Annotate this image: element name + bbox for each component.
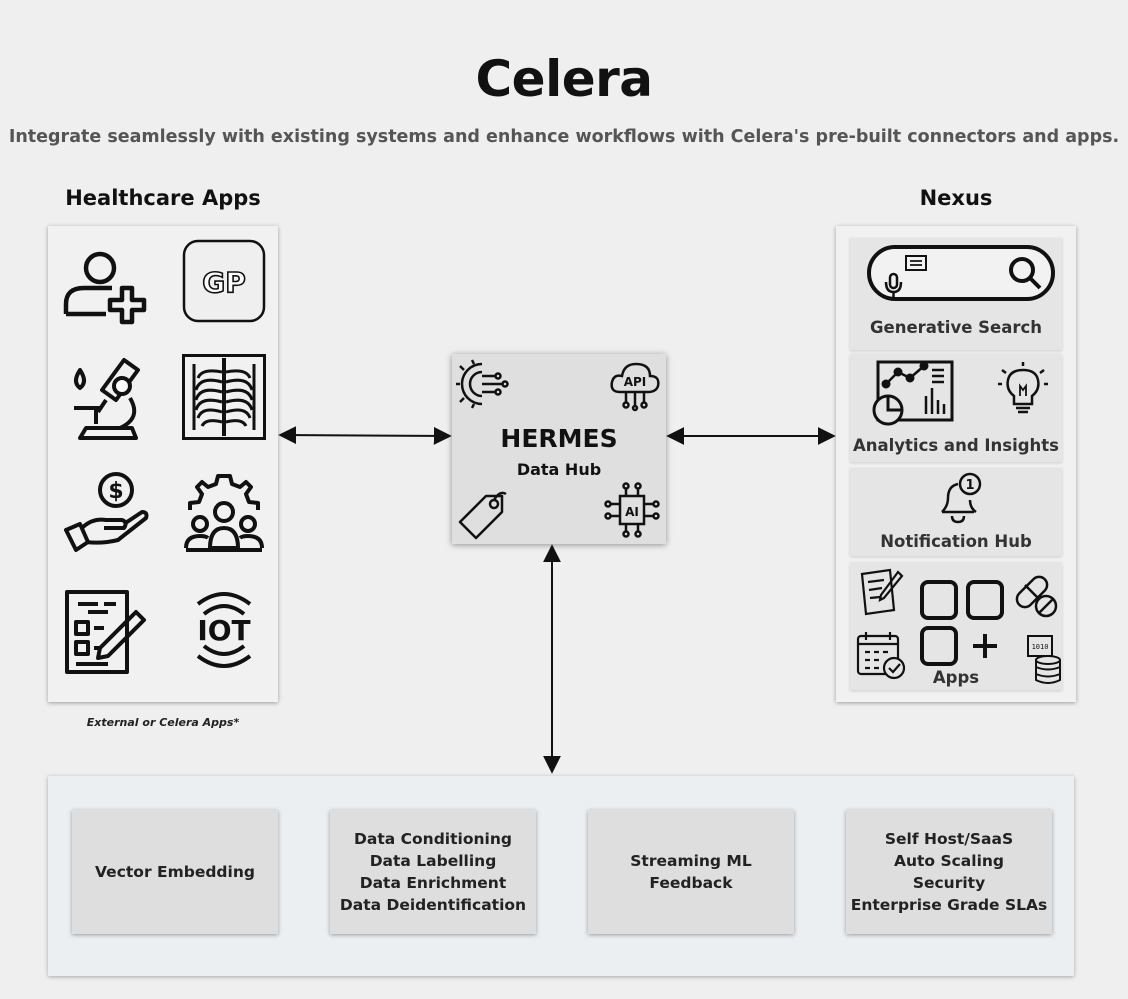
platform-foundation-panel: Vector Embedding Data Conditioning Data … — [48, 776, 1074, 976]
auto-scaling-label: Auto Scaling — [893, 852, 1005, 870]
nexus-panel: Generative Search Analytics and Ins — [836, 226, 1076, 702]
svg-text:GP: GP — [202, 266, 246, 299]
search-bar-icon — [866, 244, 1056, 304]
analytics-label: Analytics and Insights — [852, 436, 1060, 455]
app-grid-icon — [920, 580, 1010, 670]
vector-embedding-box: Vector Embedding — [72, 810, 278, 934]
healthcare-apps-caption: External or Celera Apps* — [86, 716, 240, 729]
calendar-check-icon — [854, 630, 908, 682]
notification-hub-label: Notification Hub — [880, 532, 1032, 551]
data-conditioning-label: Data Conditioning — [354, 830, 512, 848]
svg-text:AI: AI — [625, 505, 639, 519]
analytics-dashboard-icon — [870, 360, 954, 428]
add-patient-icon — [62, 238, 150, 326]
security-label: Security — [912, 874, 986, 892]
iot-icon: IOT — [184, 586, 264, 674]
pill-icon — [1010, 568, 1060, 618]
data-deidentification-label: Data Deidentification — [339, 896, 527, 914]
hermes-data-hub: API HERMES Data Hub AI — [452, 354, 666, 544]
generative-search-label: Generative Search — [869, 318, 1043, 337]
svg-text:1: 1 — [965, 478, 974, 493]
arrow-apps-hub — [278, 426, 452, 445]
enterprise-slas-label: Enterprise Grade SLAs — [850, 896, 1048, 914]
streaming-ml-label: Streaming ML — [630, 852, 752, 870]
gear-circuit-icon — [456, 358, 510, 412]
feedback-label: Feedback — [649, 874, 733, 892]
self-host-saas-label: Self Host/SaaS — [884, 830, 1014, 848]
page-title: Celera — [475, 50, 653, 108]
generative-search-tile: Generative Search — [850, 238, 1062, 350]
data-enrichment-label: Data Enrichment — [359, 874, 507, 892]
xray-icon — [182, 354, 266, 440]
apps-label: Apps — [932, 668, 980, 687]
cloud-api-icon: API — [608, 358, 662, 412]
team-gear-icon — [182, 472, 266, 556]
gp-icon: GP — [182, 239, 266, 323]
microscope-icon — [70, 356, 144, 442]
data-processing-box: Data Conditioning Data Labelling Data En… — [330, 810, 536, 934]
payment-hand-icon: $ — [62, 470, 150, 554]
apps-tile: 1010 Apps — [850, 562, 1062, 690]
svg-text:$: $ — [108, 479, 123, 504]
streaming-ml-box: Streaming ML Feedback — [588, 810, 794, 934]
checklist-icon — [64, 588, 148, 676]
infrastructure-box: Self Host/SaaS Auto Scaling Security Ent… — [846, 810, 1052, 934]
lightbulb-icon — [996, 360, 1050, 418]
vector-embedding-label: Vector Embedding — [95, 863, 255, 881]
svg-text:IOT: IOT — [197, 614, 250, 647]
data-labelling-label: Data Labelling — [369, 852, 497, 870]
healthcare-apps-panel: GP $ — [48, 226, 278, 702]
notification-hub-tile: 1 Notification Hub — [850, 468, 1062, 556]
ai-chip-icon: AI — [602, 480, 662, 540]
tag-icon — [456, 488, 510, 542]
data-hub-subtitle: Data Hub — [516, 460, 602, 479]
healthcare-apps-title: Healthcare Apps — [65, 186, 261, 210]
hermes-title: HERMES — [500, 424, 618, 453]
bell-notification-icon: 1 — [932, 472, 986, 526]
svg-text:API: API — [624, 375, 647, 389]
nexus-title: Nexus — [919, 186, 993, 210]
prescription-icon — [856, 566, 904, 618]
page-subtitle: Integrate seamlessly with existing syste… — [8, 127, 1120, 147]
analytics-tile: Analytics and Insights — [850, 354, 1062, 462]
svg-text:1010: 1010 — [1032, 643, 1049, 651]
database-icon: 1010 — [1026, 634, 1062, 686]
